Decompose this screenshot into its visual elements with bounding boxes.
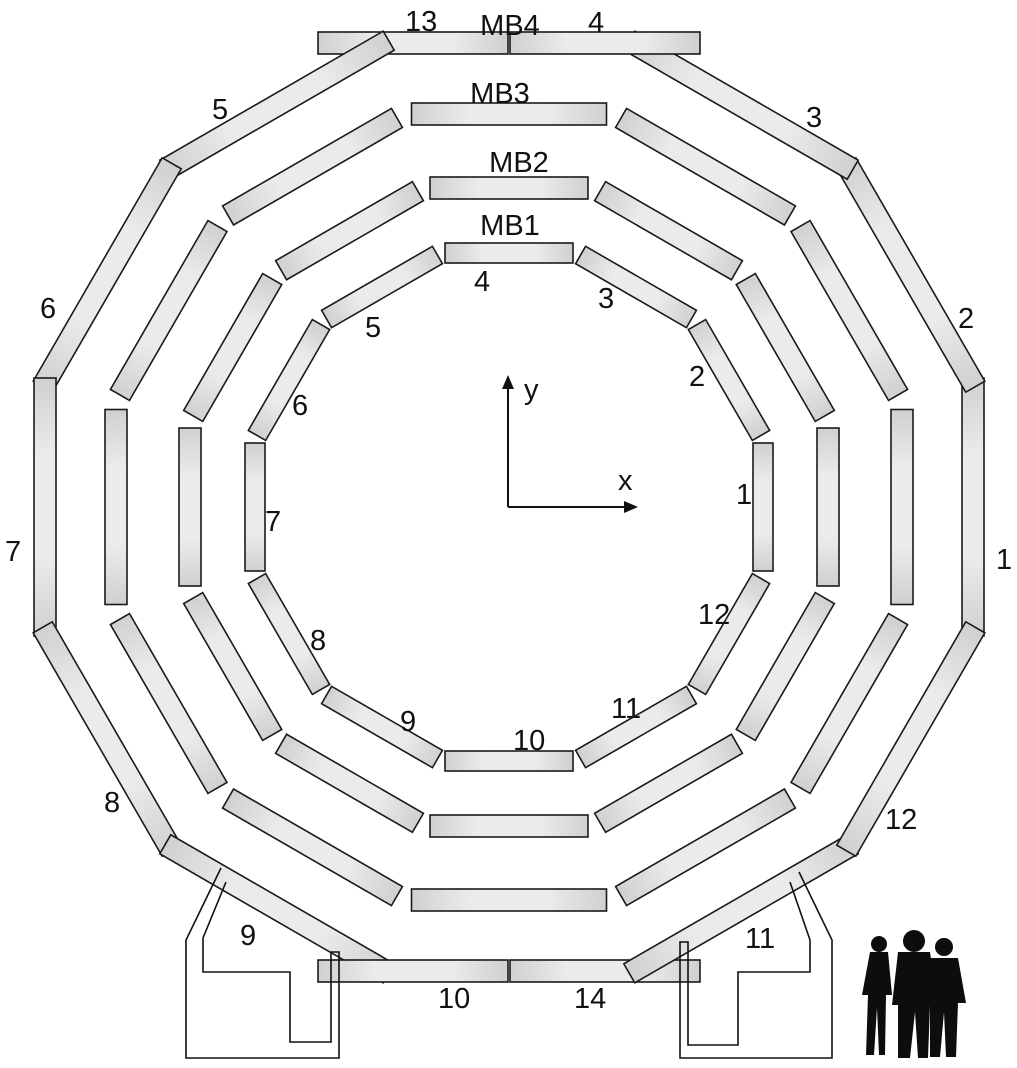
mb4-sector-10: 10 (438, 983, 470, 1015)
mb1-chamber-sector-11 (574, 685, 698, 769)
y-axis-arrow-icon (502, 375, 514, 389)
mb4-chamber-sector-6 (32, 156, 183, 394)
mb2-chamber-sector-11 (593, 733, 744, 834)
mb2-chamber-sector-2 (735, 272, 836, 423)
station-labels: MB1 MB2 MB3 MB4 (470, 10, 549, 242)
mb2-chamber-sector-10 (429, 814, 589, 838)
people-silhouette-icon (862, 930, 966, 1058)
mb1-sector-12: 12 (698, 599, 730, 631)
mb1-chamber-sector-6 (247, 318, 331, 442)
chambers-layer (32, 30, 986, 984)
mb2-chamber-sector-3 (593, 180, 744, 281)
mb3-chamber-sector-11 (614, 787, 797, 907)
mb1-sector-11: 11 (611, 693, 641, 725)
mb3-chamber-sector-7 (104, 408, 128, 606)
mb4-sector-1: 1 (996, 544, 1012, 576)
support-foot-left (185, 867, 340, 1059)
mb1-chamber-sector-2 (687, 318, 771, 442)
mb1-chamber-sector-7 (244, 442, 266, 572)
mb1-sector-10: 10 (513, 725, 545, 757)
mb2-chamber-sector-4 (429, 176, 589, 200)
mb3-chamber-sector-3 (614, 107, 797, 227)
mb1-sector-9: 9 (400, 706, 416, 738)
mb2-chamber-sector-1 (816, 427, 840, 587)
mb1-sector-2: 2 (689, 361, 705, 393)
mb4-chamber-sector-1 (961, 377, 985, 637)
mb4-chamber-sector-4a (509, 31, 701, 55)
mb4-sector-6: 6 (40, 293, 56, 325)
mb3-chamber-sector-5 (221, 107, 404, 227)
mb4-chamber-sector-5 (158, 30, 396, 181)
x-axis-arrow-icon (624, 501, 638, 513)
mb1-chamber-sector-5 (320, 245, 444, 329)
mb4-sector-13: 13 (405, 6, 437, 38)
y-axis-label: y (524, 374, 539, 406)
mb4-sector-14: 14 (574, 983, 606, 1015)
mb1-sector-3: 3 (598, 283, 614, 315)
mb4-chamber-sector-8 (32, 620, 183, 858)
station-label-mb1: MB1 (480, 210, 540, 242)
mb1-chamber-sector-4 (444, 242, 574, 264)
mb3-chamber-sector-10 (410, 888, 608, 912)
mb4-chamber-sector-11 (622, 833, 860, 984)
mb1-sector-8: 8 (310, 625, 326, 657)
mb4-chamber-sector-10a (317, 959, 509, 983)
station-label-mb4: MB4 (480, 10, 540, 42)
mb2-chamber-sector-9 (274, 733, 425, 834)
mb4-chamber-sector-10b (509, 959, 701, 983)
mb1-sector-labels: 1 2 3 4 5 6 7 8 9 10 11 12 (265, 266, 752, 757)
mb2-chamber-sector-12 (735, 591, 836, 742)
mb2-chamber-sector-6 (182, 272, 283, 423)
station-label-mb2: MB2 (489, 147, 549, 179)
mb2-chamber-sector-8 (182, 591, 283, 742)
mb1-chamber-sector-9 (320, 685, 444, 769)
mb4-sector-9: 9 (240, 920, 256, 952)
mb1-sector-6: 6 (292, 390, 308, 422)
mb4-sector-12: 12 (885, 804, 917, 836)
mb4-sector-7: 7 (5, 536, 21, 568)
mb3-chamber-sector-6 (109, 219, 229, 402)
mb4-sector-8: 8 (104, 787, 120, 819)
mb3-chamber-sector-8 (109, 612, 229, 795)
mb4-sector-2: 2 (958, 303, 974, 335)
mb4-chamber-sector-2 (835, 156, 986, 394)
mb4-sector-4: 4 (588, 7, 604, 39)
mb3-chamber-sector-9 (221, 787, 404, 907)
mb2-chamber-sector-5 (274, 180, 425, 281)
mb4-sector-5: 5 (212, 94, 228, 126)
mb1-sector-7: 7 (265, 506, 281, 538)
mb1-sector-4: 4 (474, 266, 490, 298)
mb1-chamber-sector-1 (752, 442, 774, 572)
mb1-sector-5: 5 (365, 312, 381, 344)
mb4-chamber-sector-12 (835, 620, 986, 858)
mb3-chamber-sector-4 (410, 102, 608, 126)
mb4-sector-labels: 1 2 3 4 5 6 7 8 9 10 11 12 13 14 (5, 6, 1012, 1015)
mb4-chamber-sector-7 (33, 377, 57, 637)
mb3-chamber-sector-12 (789, 612, 909, 795)
mb1-sector-1: 1 (736, 479, 752, 511)
mb2-chamber-sector-7 (178, 427, 202, 587)
coordinate-axes: y x (502, 374, 638, 513)
mb4-sector-3: 3 (806, 102, 822, 134)
support-foot-right (679, 871, 833, 1059)
mb4-sector-11: 11 (745, 923, 775, 955)
x-axis-label: x (618, 465, 633, 497)
station-label-mb3: MB3 (470, 78, 530, 110)
mb1-chamber-sector-3 (574, 245, 698, 329)
mb3-chamber-sector-2 (789, 219, 909, 402)
mb3-chamber-sector-1 (890, 408, 914, 606)
mb1-chamber-sector-12 (687, 572, 771, 696)
mb1-chamber-sector-10 (444, 750, 574, 772)
mb1-chamber-sector-8 (247, 572, 331, 696)
